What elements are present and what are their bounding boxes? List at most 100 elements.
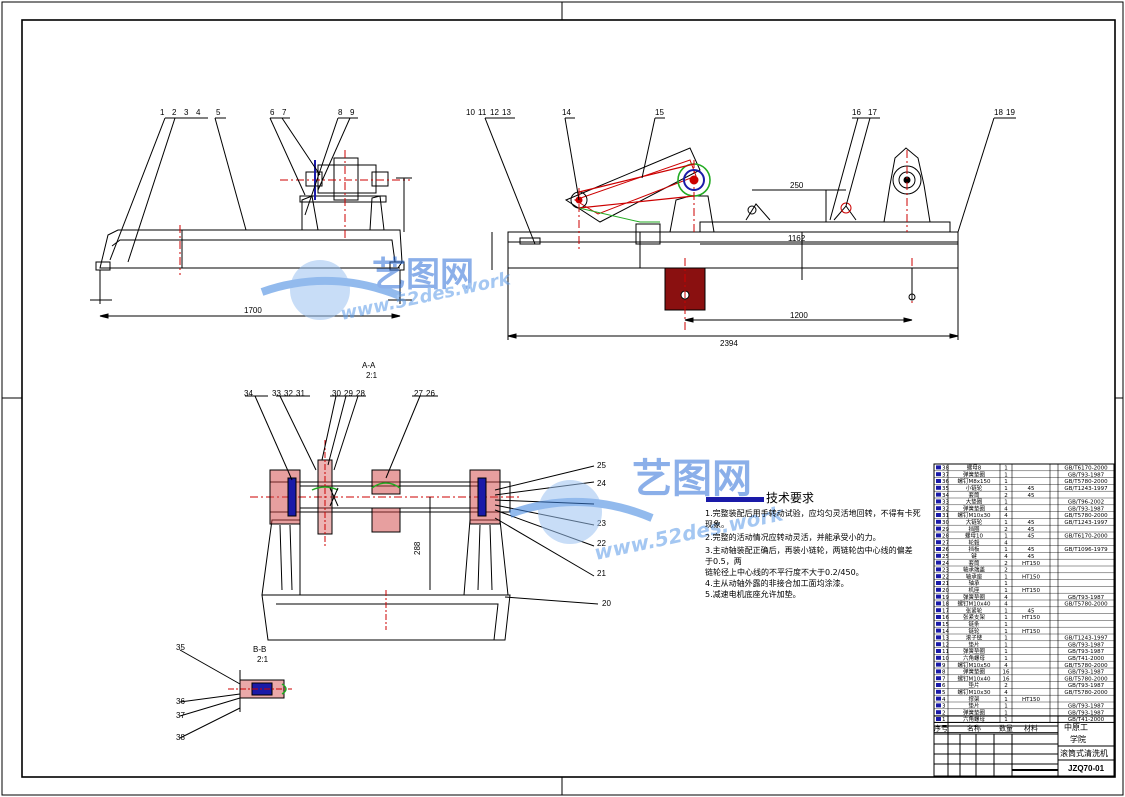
balloon-22: 22 — [597, 539, 606, 548]
bom-cell: HT150 — [1022, 615, 1040, 621]
bom-cell: 36 — [942, 479, 949, 485]
section-aa-view — [245, 395, 599, 641]
bom-cell: 45 — [1028, 520, 1035, 526]
inner-frame — [21, 19, 1116, 778]
bom-cell: 弹簧垫圈 — [963, 470, 986, 478]
balloon-27: 27 — [414, 389, 423, 398]
bom-cell: 9 — [942, 663, 946, 669]
balloon-24: 24 — [597, 479, 606, 488]
bom-row-marker — [936, 485, 941, 490]
bom-cell: 张紧支架 — [963, 613, 986, 621]
bom-cell: 1 — [1004, 697, 1008, 703]
bom-cell: 33 — [942, 500, 949, 506]
dim-1162: 1162 — [788, 234, 806, 243]
watermark-1: 艺图网 www.52des.work — [260, 255, 513, 325]
balloon-16: 16 — [852, 108, 861, 117]
bom-cell: 7 — [942, 676, 946, 682]
bom-cell: 链条 — [968, 620, 980, 628]
bom-cell: 挡圈 — [968, 525, 980, 533]
bom-cell: 轴承 — [968, 579, 980, 587]
title-block-text: 中原工 学院 滚筒式清洗机 JZQ70-01 — [1060, 722, 1108, 773]
bom-cell: 12 — [942, 642, 949, 648]
bom-cell: GB/T6170-2000 — [1064, 466, 1108, 472]
bom-cell: 弹簧垫圈 — [963, 668, 986, 676]
bom-cell: 螺钉M10x40 — [958, 674, 991, 682]
balloon-18: 18 — [994, 108, 1003, 117]
bom-cell: 25 — [942, 554, 949, 560]
bom-cell: 45 — [1028, 527, 1035, 533]
bom-cell: 1 — [1004, 656, 1008, 662]
bom-cell: 37 — [942, 472, 949, 478]
balloon-2: 2 — [172, 108, 177, 117]
bom-cell: GB/T5780-2000 — [1064, 676, 1108, 682]
bom-row-marker — [936, 615, 941, 619]
bom-row-marker — [936, 642, 941, 647]
left-view-text: 1700 1 2 3 4 5 6 7 8 9 — [160, 108, 355, 315]
bom-header-cell: 数量 — [999, 723, 1013, 732]
bom-cell: 2 — [1004, 527, 1008, 533]
bom-cell: GB/T5780-2000 — [1064, 663, 1108, 669]
bom-cell: 4 — [1004, 506, 1008, 512]
section-bb-view — [179, 649, 292, 739]
bom-cell: 4 — [942, 697, 946, 703]
bom-cell: 1 — [1004, 581, 1008, 587]
bom-row-marker — [936, 472, 941, 477]
balloon-33: 33 — [272, 389, 281, 398]
balloon-32: 32 — [284, 389, 293, 398]
bom-cell: 2 — [942, 710, 946, 716]
tech-title: 技术要求 — [766, 491, 814, 505]
bom-cell: GB/T41-2000 — [1068, 656, 1105, 662]
bom-cell: 17 — [942, 608, 949, 614]
tech-requirements: 技术要求 1.完整装配后用手转动试验，应均匀灵活地回转，不得有卡死 现象。 2.… — [705, 491, 921, 599]
bom-cell: 六角螺母 — [963, 715, 986, 723]
bom-cell: 1 — [1004, 608, 1008, 614]
bom-row-marker — [936, 479, 941, 483]
bom-cell: 1 — [1004, 466, 1008, 472]
bom-cell: GB/T5780-2000 — [1064, 602, 1108, 608]
balloon-35: 35 — [176, 643, 185, 652]
bom-cell: 垫片 — [968, 702, 979, 710]
bom-cell: 垫片 — [968, 681, 979, 689]
bom-row-marker — [936, 655, 941, 660]
bom-cell: 弹簧垫圈 — [963, 708, 986, 716]
bom-row-marker — [936, 560, 941, 565]
bom-row-marker — [936, 676, 941, 681]
bom-cell: 轮毂 — [968, 538, 980, 546]
bom-cell: 31 — [942, 513, 949, 519]
bom-cell: GB/T93-1987 — [1068, 683, 1105, 689]
bom-cell: 1 — [1004, 479, 1008, 485]
bom-cell: 螺钉M10x30 — [958, 511, 991, 519]
bom-row-marker — [936, 540, 941, 545]
balloon-34: 34 — [244, 389, 253, 398]
bom-row-marker — [936, 703, 941, 708]
bom-cell: GB/T93-1987 — [1068, 472, 1105, 478]
bom-cell: 垫片 — [968, 640, 979, 648]
tech-line-2: 现象。 — [705, 519, 729, 529]
bom-row-marker — [936, 533, 941, 538]
bom-cell: 大垫圈 — [966, 498, 983, 506]
balloon-9: 9 — [350, 108, 355, 117]
tech-line-7: 4.主从动轴外露的非接合加工面均涂漆。 — [705, 578, 849, 588]
section-aa-text: A-A 2:1 34 33 32 31 30 29 28 27 26 25 24… — [244, 361, 611, 608]
school-name-2: 学院 — [1070, 734, 1086, 744]
front-view — [484, 117, 1016, 340]
section-bb-text: B-B 2:1 35 36 37 38 — [176, 643, 269, 742]
bom-cell: GB/T93-1987 — [1068, 642, 1105, 648]
front-view-text: 2394 1200 250 1162 10 11 12 13 14 15 16 … — [466, 108, 1015, 348]
school-name-1: 中原工 — [1064, 722, 1088, 732]
balloon-17: 17 — [868, 108, 877, 117]
balloon-10: 10 — [466, 108, 475, 117]
tech-line-1: 1.完整装配后用手转动试验，应均匀灵活地回转，不得有卡死 — [705, 508, 921, 518]
section-bb-scale: 2:1 — [257, 655, 269, 664]
bom-cell: GB/T5780-2000 — [1064, 690, 1108, 696]
bom-cell: 4 — [1004, 513, 1008, 519]
tech-line-3: 2.完整的活动情况应转动灵活，并能承受小的力。 — [705, 532, 881, 542]
bom-row-marker — [936, 689, 941, 694]
bom-cell: GB/T1243-1997 — [1064, 486, 1108, 492]
bom-row-marker — [936, 547, 941, 551]
bom-cell: GB/T41-2000 — [1068, 717, 1105, 723]
balloon-19: 19 — [1006, 108, 1015, 117]
bom-row-marker — [936, 696, 941, 701]
bom-cell: 30 — [942, 520, 949, 526]
balloon-3: 3 — [184, 108, 189, 117]
